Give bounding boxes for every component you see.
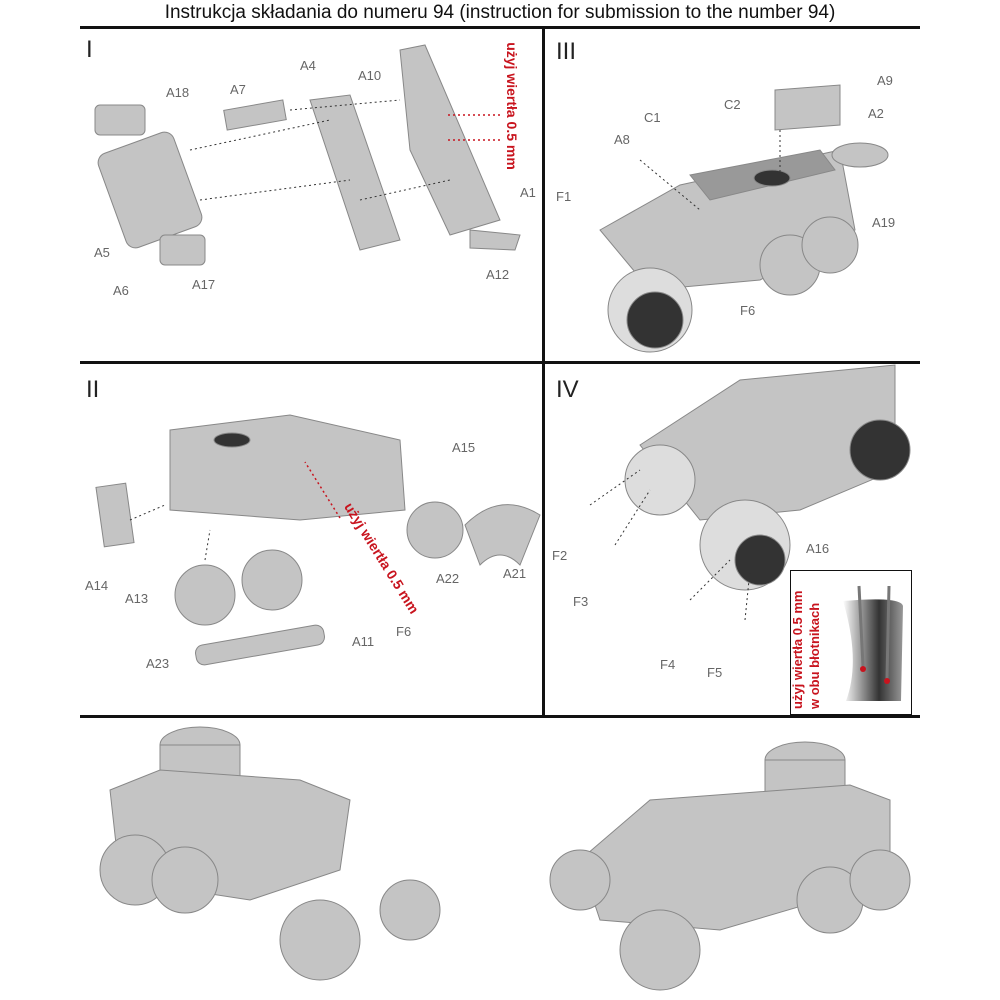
part-label: A14: [85, 578, 109, 593]
finished-model-right-view: [549, 741, 911, 991]
divider-middle: [80, 361, 920, 364]
part-label: A22: [436, 571, 460, 586]
step-label-4: IV: [556, 376, 579, 403]
part-label: A12: [486, 267, 510, 282]
divider-vertical: [542, 27, 545, 717]
part-label: A1: [520, 185, 536, 200]
part-label: C2: [724, 97, 741, 112]
drill-guide-lines: [304, 114, 500, 519]
part-label: A11: [352, 634, 375, 649]
part-label: A8: [614, 132, 630, 147]
part-label: A17: [192, 277, 216, 292]
assembly-guide-lines: [129, 99, 781, 621]
part-label: F3: [573, 594, 589, 609]
inset-drill-note: użyj wiertła 0.5 mm: [790, 590, 805, 710]
divider-bottom: [80, 715, 920, 718]
part-label: A5: [94, 245, 110, 260]
sheet-title: Instrukcja składania do numeru 94 (instr…: [164, 2, 836, 23]
divider-top: [80, 26, 920, 29]
part-label: A16: [806, 541, 830, 556]
part-label: A6: [113, 283, 129, 298]
part-label: C1: [644, 110, 661, 125]
fender-illustration: [843, 585, 903, 701]
part-label: A19: [872, 215, 896, 230]
hull-side-illustration: [399, 44, 521, 251]
vehicle-step3-illustration: [599, 84, 889, 353]
vehicle-step2-illustration: [95, 414, 541, 666]
part-label: F6: [396, 624, 412, 639]
engine-part-illustration: [94, 104, 206, 266]
drill-note: użyj wiertła 0.5 mm: [503, 42, 520, 170]
part-label: A15: [452, 440, 476, 455]
part-label: A10: [358, 68, 382, 83]
part-label: F1: [556, 189, 572, 204]
part-label: F5: [707, 665, 723, 680]
part-label: A23: [146, 656, 170, 671]
part-label: A21: [503, 566, 527, 581]
part-label: A18: [166, 85, 190, 100]
part-label: A9: [877, 73, 893, 88]
part-label: F4: [660, 657, 676, 672]
finished-model-left-view: [99, 726, 441, 981]
part-label: A2: [868, 106, 884, 121]
fender-detail-inset: użyj wiertła 0.5 mm w obu błotnikach: [790, 570, 912, 715]
step-label-2: II: [86, 376, 100, 403]
part-label: F6: [740, 303, 756, 318]
vehicle-step4-illustration: [624, 364, 911, 591]
step-label-1: I: [86, 36, 93, 63]
part-label: A13: [125, 591, 149, 606]
chassis-frame-illustration: [223, 94, 401, 251]
part-label: A7: [230, 82, 246, 97]
part-label: A4: [300, 58, 316, 73]
part-label: F2: [552, 548, 568, 563]
inset-fender-note: w obu błotnikach: [807, 602, 822, 709]
step-label-3: III: [556, 38, 577, 65]
